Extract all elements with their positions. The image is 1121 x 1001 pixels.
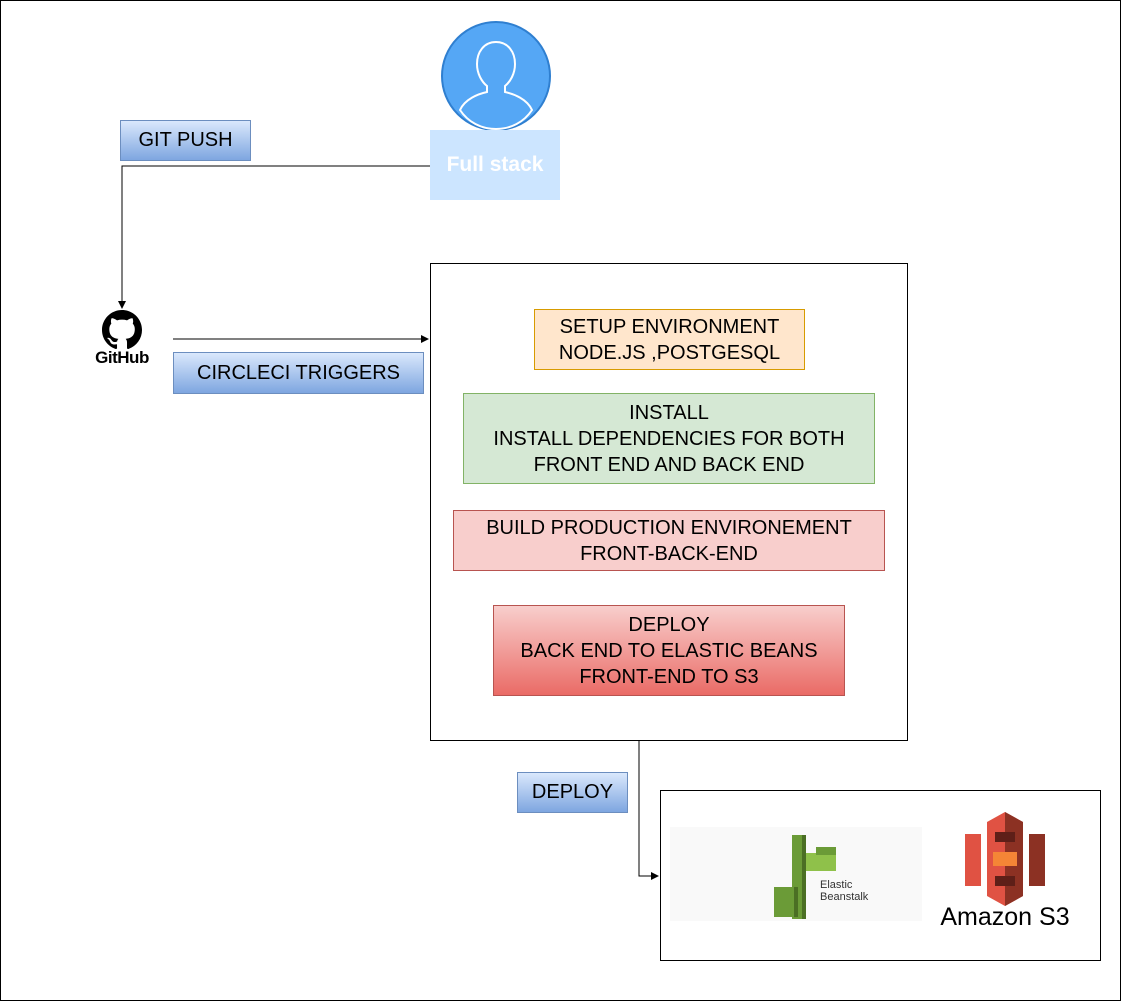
deploy-label: DEPLOY	[517, 772, 628, 813]
git-push-text: GIT PUSH	[138, 129, 233, 151]
step-deploy-line-3: FRONT-END TO S3	[579, 665, 759, 688]
elastic-beanstalk-line-2: Beanstalk	[820, 891, 869, 903]
elastic-beanstalk-icon	[772, 833, 844, 921]
step-deploy-line-1: DEPLOY	[628, 613, 710, 636]
step-deploy: DEPLOY BACK END TO ELASTIC BEANS FRONT-E…	[493, 605, 845, 696]
step-install-line-2: INSTALL DEPENDENCIES FOR BOTH	[493, 427, 845, 450]
github-logo: GitHub	[88, 310, 156, 372]
amazon-s3-text: Amazon S3	[940, 903, 1070, 931]
step-setup-line-2: NODE.JS ,POSTGESQL	[558, 341, 781, 364]
circleci-triggers-text: CIRCLECI TRIGGERS	[197, 361, 400, 384]
deploy-connector	[638, 740, 659, 880]
step-build-line-2: FRONT-BACK-END	[580, 542, 758, 565]
elastic-beanstalk-wordmark: Elastic Beanstalk	[820, 879, 890, 903]
step-install: INSTALL INSTALL DEPENDENCIES FOR BOTH FR…	[463, 393, 875, 484]
step-install-line-1: INSTALL	[629, 401, 709, 424]
step-build: BUILD PRODUCTION ENVIRONEMENT FRONT-BACK…	[453, 510, 885, 571]
step-build-line-1: BUILD PRODUCTION ENVIRONEMENT	[486, 516, 852, 539]
amazon-s3-icon	[965, 812, 1045, 906]
amazon-s3-label: Amazon S3	[935, 903, 1075, 932]
deploy-text: DEPLOY	[531, 781, 614, 803]
elastic-beanstalk-line-1: Elastic	[820, 879, 853, 891]
circleci-triggers-label: CIRCLECI TRIGGERS	[173, 352, 424, 394]
step-setup-environment: SETUP ENVIRONMENT NODE.JS ,POSTGESQL	[534, 309, 805, 370]
github-wordmark: GitHub	[95, 348, 149, 367]
github-octocat-icon	[102, 310, 142, 350]
step-deploy-line-2: BACK END TO ELASTIC BEANS	[520, 639, 818, 662]
git-push-label: GIT PUSH	[120, 120, 251, 161]
step-setup-line-1: SETUP ENVIRONMENT	[559, 315, 780, 338]
git-push-connector	[118, 165, 430, 309]
user-icon	[440, 20, 552, 132]
user-label: Full stack	[430, 130, 560, 200]
step-install-line-3: FRONT END AND BACK END	[533, 453, 805, 476]
user-label-text: Full stack	[446, 153, 544, 176]
